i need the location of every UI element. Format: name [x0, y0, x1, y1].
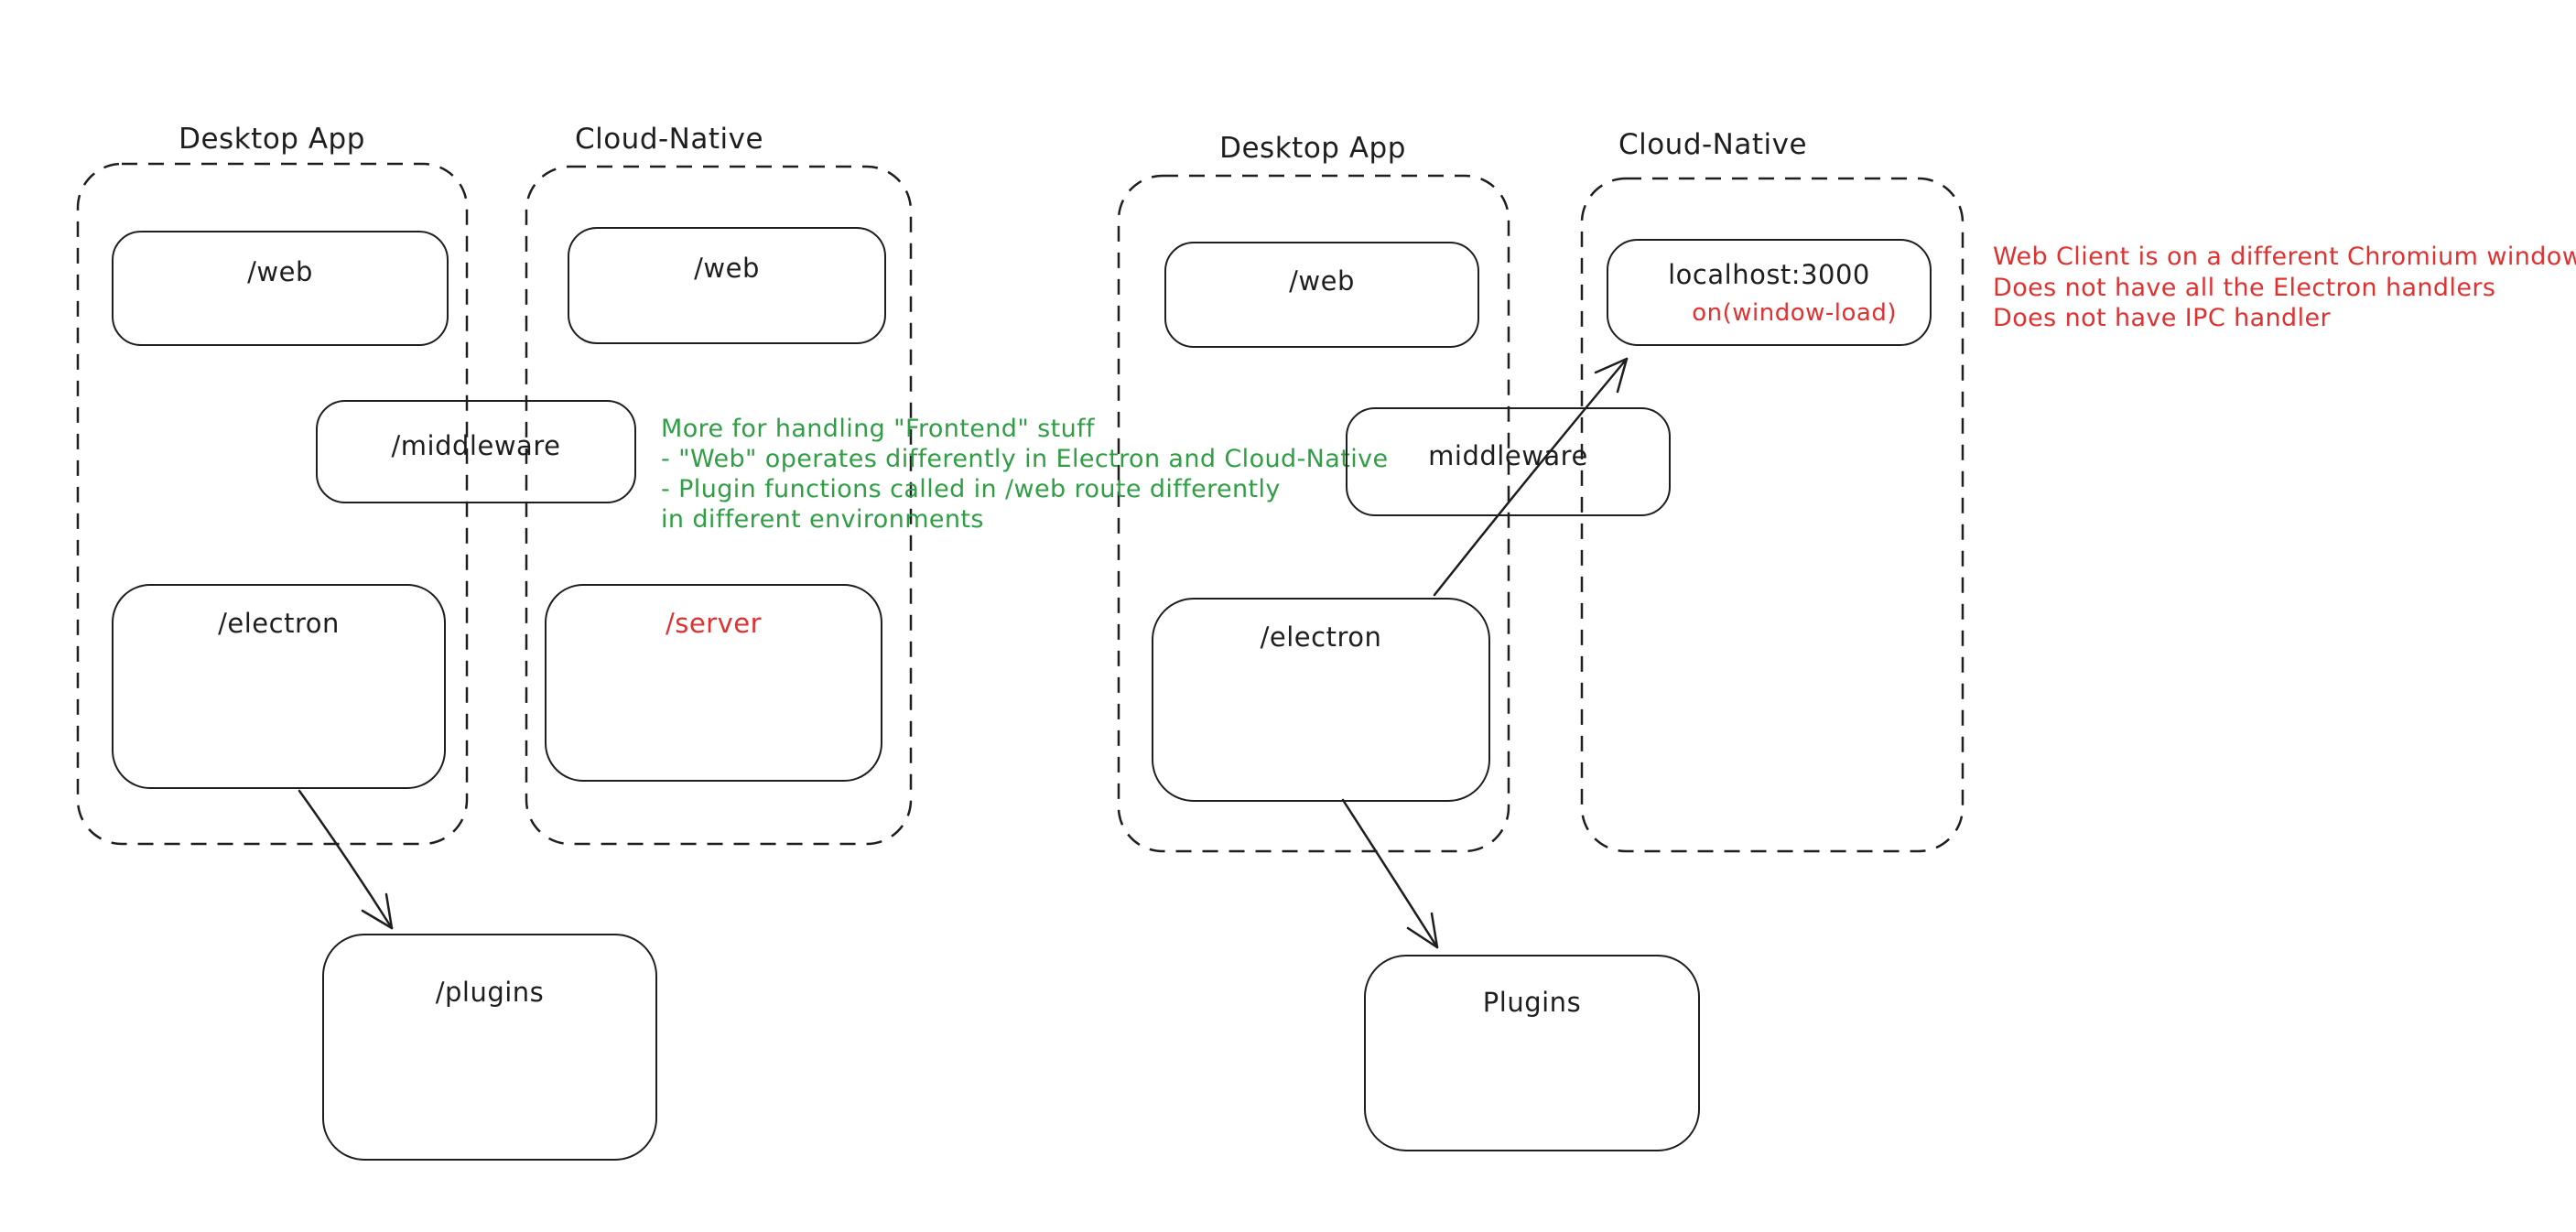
arrow-left-electron-to-plugins	[298, 789, 394, 930]
right-localhost-label: localhost:3000	[1668, 259, 1870, 290]
right-plugins-box: Plugins	[1364, 955, 1700, 1151]
right-desktop-app-title: Desktop App	[1219, 132, 1406, 165]
left-server-label: /server	[665, 608, 763, 639]
red-note-line-2: Does not have all the Electron handlers	[1993, 273, 2496, 302]
red-note-line-3: Does not have IPC handler	[1993, 304, 2332, 332]
red-note-line-1: Web Client is on a different Chromium wi…	[1993, 243, 2576, 271]
right-web-label: /web	[1289, 265, 1355, 297]
left-plugins-box: /plugins	[322, 934, 657, 1161]
right-plugins-label: Plugins	[1482, 987, 1582, 1018]
left-desktop-app-title: Desktop App	[179, 123, 365, 156]
left-plugins-label: /plugins	[435, 977, 545, 1008]
green-note: More for handling "Frontend" stuff - "We…	[661, 414, 1389, 535]
green-note-line-1: More for handling "Frontend" stuff	[661, 415, 1095, 443]
left-web-desktop-label: /web	[247, 256, 313, 287]
red-note: Web Client is on a different Chromium wi…	[1993, 242, 2576, 334]
green-note-line-4: in different environments	[661, 505, 984, 534]
right-middleware-box: middleware	[1346, 407, 1671, 516]
right-middleware-label: middleware	[1428, 440, 1588, 471]
left-middleware-box: /middleware	[316, 400, 636, 503]
right-web-box: /web	[1164, 242, 1479, 348]
left-web-cloud-label: /web	[694, 253, 760, 284]
left-server-box: /server	[545, 584, 882, 782]
green-note-line-3: - Plugin functions called in /web route …	[661, 475, 1281, 503]
right-localhost-event-label: on(window-load)	[1692, 299, 1897, 327]
green-note-line-2: - "Web" operates differently in Electron…	[661, 445, 1389, 473]
left-cloud-native-title: Cloud-Native	[574, 123, 764, 156]
left-web-cloud-box: /web	[568, 227, 886, 344]
left-web-desktop-box: /web	[112, 231, 449, 346]
right-localhost-box: localhost:3000 on(window-load)	[1607, 239, 1932, 346]
left-electron-box: /electron	[112, 584, 446, 789]
right-cloud-native-title: Cloud-Native	[1618, 128, 1808, 161]
right-electron-label: /electron	[1260, 621, 1382, 653]
right-electron-box: /electron	[1152, 598, 1490, 802]
arrow-right-electron-to-plugins	[1341, 798, 1439, 949]
left-electron-label: /electron	[218, 608, 340, 639]
left-middleware-label: /middleware	[391, 430, 561, 461]
